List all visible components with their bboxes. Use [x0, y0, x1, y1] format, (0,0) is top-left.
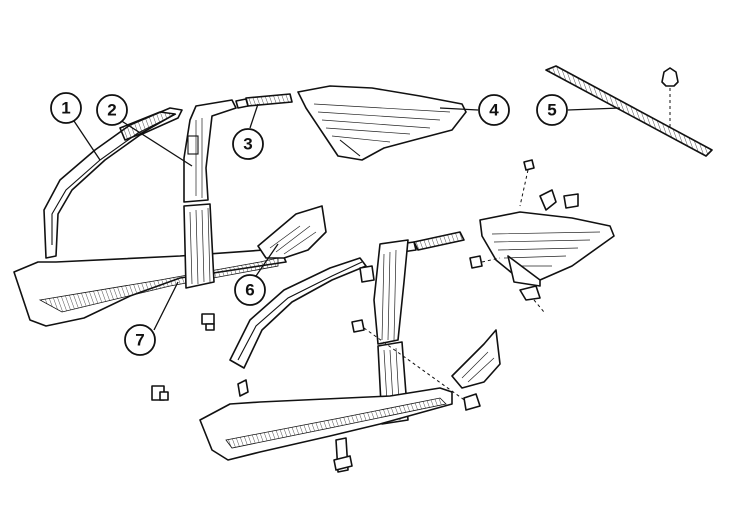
lower-door-frame-assembly — [199, 159, 615, 473]
leader-lines — [71, 103, 621, 331]
callout-label: 3 — [243, 135, 252, 154]
screw-fastener — [523, 159, 535, 171]
screw-fastener — [351, 319, 365, 333]
a-pillar-trim-part-1 — [43, 107, 183, 259]
screw-fastener — [469, 255, 483, 269]
trim-clip — [151, 385, 169, 401]
callout-1: 1 — [50, 92, 82, 124]
callout-label: 6 — [245, 281, 254, 300]
callout-7: 7 — [124, 324, 156, 356]
roof-rail-trim — [413, 231, 465, 251]
callout-4: 4 — [478, 94, 510, 126]
callout-2: 2 — [96, 94, 128, 126]
retaining-clip — [539, 189, 557, 211]
rear-quarter-trim-part-4 — [297, 85, 467, 161]
callout-label: 1 — [61, 99, 70, 118]
callout-5: 5 — [536, 94, 568, 126]
roof-lining-strip-part-5 — [545, 65, 713, 157]
retaining-clip — [359, 265, 375, 283]
callout-6: 6 — [234, 274, 266, 306]
kick-panel-trim-lower — [451, 329, 501, 389]
callout-label: 4 — [489, 101, 499, 120]
retaining-clip — [237, 379, 249, 397]
retaining-clip — [563, 193, 579, 209]
b-pillar-trim-lower — [373, 239, 409, 345]
push-clip — [661, 67, 679, 87]
windscreen-pillar-seal-part-2 — [119, 111, 176, 141]
callout-label: 5 — [547, 101, 556, 120]
left-door-frame-assembly — [13, 85, 467, 401]
b-pillar-upper-trim — [183, 99, 237, 203]
retaining-clip — [519, 285, 541, 301]
a-pillar-trim-lower — [229, 257, 367, 369]
callout-label: 7 — [135, 331, 144, 350]
callout-label: 2 — [107, 101, 116, 120]
retaining-clip — [463, 393, 481, 411]
callout-3: 3 — [232, 128, 264, 160]
rear-parcel-trim-panel — [479, 211, 615, 281]
roof-rail-trim-part-3 — [245, 93, 293, 107]
trim-clip — [201, 313, 215, 331]
